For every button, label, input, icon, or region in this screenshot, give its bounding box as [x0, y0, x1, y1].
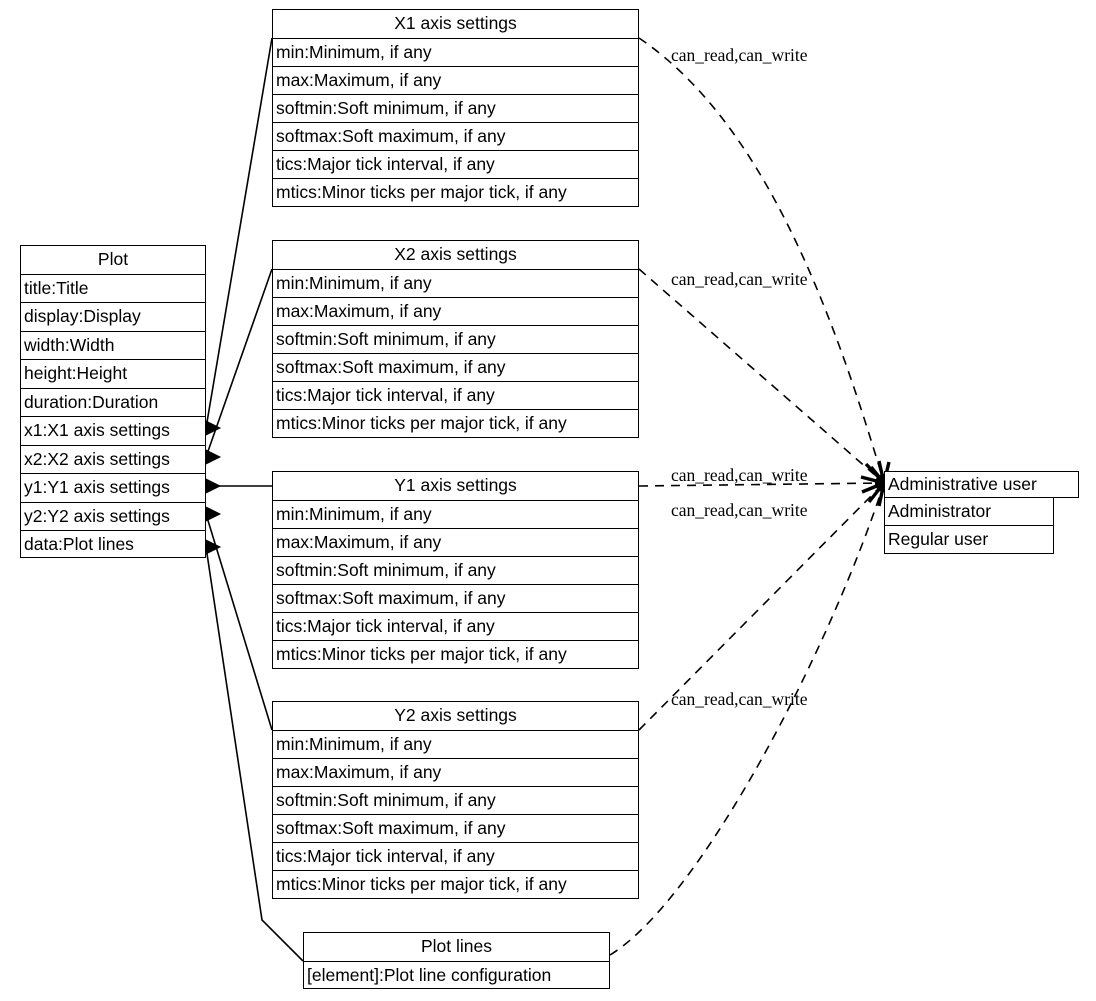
attribute-row: title:Title: [21, 275, 205, 303]
attribute-row: softmax:Soft maximum, if any: [273, 815, 638, 843]
edge-label-y1-permissions: can_read,can_write: [671, 465, 808, 485]
composition-edge-y2: [205, 513, 273, 731]
permission-edge-x2: [638, 268, 885, 484]
attribute-row: mtics:Minor ticks per major tick, if any: [276, 874, 567, 895]
class-box-x1-axis-settings[interactable]: X1 axis settings min:Minimum, if any max…: [272, 9, 639, 207]
permission-edge-plot-lines: [609, 482, 885, 956]
attribute-row: max:Maximum, if any: [273, 529, 638, 557]
attribute-row: max:Maximum, if any: [273, 298, 638, 326]
composition-edge-x2: [205, 268, 273, 458]
attribute-row: softmax:Soft maximum, if any: [273, 123, 638, 151]
edge-label-x1-permissions: can_read,can_write: [671, 45, 808, 65]
attribute-row: display:Display: [21, 303, 205, 332]
role-row-administrator: Administrator: [884, 498, 1054, 526]
attribute-row: tics:Major tick interval, if any: [273, 151, 638, 179]
attribute-row: mtics:Minor ticks per major tick, if any: [276, 644, 567, 665]
attribute-row: height:Height: [21, 360, 205, 389]
class-title-administrative-user: Administrative user: [884, 471, 1079, 498]
attribute-row: tics:Major tick interval, if any: [273, 382, 638, 410]
attribute-row: softmin:Soft minimum, if any: [273, 95, 638, 123]
composition-edge-x1: [205, 37, 273, 429]
attribute-row: min:Minimum, if any: [273, 39, 638, 67]
attribute-row: y2:Y2 axis settings: [21, 503, 205, 531]
attribute-row: x2:X2 axis settings: [21, 446, 205, 474]
class-title-plot: Plot: [21, 246, 205, 275]
attribute-row: y1:Y1 axis settings: [21, 474, 205, 503]
class-box-plot-lines[interactable]: Plot lines [element]:Plot line configura…: [303, 932, 610, 989]
attribute-row: max:Maximum, if any: [273, 759, 638, 787]
edge-label-x2-permissions: can_read,can_write: [671, 269, 808, 289]
class-box-y2-axis-settings[interactable]: Y2 axis settings min:Minimum, if any max…: [272, 701, 639, 899]
attribute-row: min:Minimum, if any: [273, 501, 638, 529]
attribute-row: tics:Major tick interval, if any: [273, 843, 638, 871]
attribute-row: min:Minimum, if any: [273, 731, 638, 759]
edge-label-y2-permissions: can_read,can_write: [671, 689, 808, 709]
class-title-x2-axis-settings: X2 axis settings: [273, 241, 638, 270]
attribute-row: softmin:Soft minimum, if any: [273, 787, 638, 815]
attribute-row: min:Minimum, if any: [273, 270, 638, 298]
attribute-row: softmax:Soft maximum, if any: [273, 354, 638, 382]
class-title-plot-lines: Plot lines: [304, 933, 609, 962]
class-box-x2-axis-settings[interactable]: X2 axis settings min:Minimum, if any max…: [272, 240, 639, 438]
attribute-row: mtics:Minor ticks per major tick, if any: [276, 182, 567, 203]
class-box-administrative-user[interactable]: Administrative user Administrator Regula…: [884, 471, 1079, 554]
class-title-y1-axis-settings: Y1 axis settings: [273, 472, 638, 501]
attribute-row: softmin:Soft minimum, if any: [273, 557, 638, 585]
attribute-row: softmin:Soft minimum, if any: [273, 326, 638, 354]
role-row-regular-user: Regular user: [884, 526, 1054, 554]
attribute-row: max:Maximum, if any: [273, 67, 638, 95]
attribute-row: softmax:Soft maximum, if any: [273, 585, 638, 613]
attribute-row: data:Plot lines: [24, 534, 134, 555]
attribute-row: mtics:Minor ticks per major tick, if any: [276, 413, 567, 434]
attribute-row: x1:X1 axis settings: [21, 417, 205, 446]
permission-edge-x1: [638, 37, 885, 484]
class-box-plot[interactable]: Plot title:Title display:Display width:W…: [20, 245, 206, 558]
attribute-row: [element]:Plot line configuration: [307, 964, 552, 985]
edge-label-roles-permissions: can_read,can_write: [671, 500, 808, 520]
class-title-x1-axis-settings: X1 axis settings: [273, 10, 638, 39]
class-title-y2-axis-settings: Y2 axis settings: [273, 702, 638, 731]
attribute-row: width:Width: [21, 332, 205, 360]
class-box-y1-axis-settings[interactable]: Y1 axis settings min:Minimum, if any max…: [272, 471, 639, 669]
attribute-row: tics:Major tick interval, if any: [273, 613, 638, 641]
attribute-row: duration:Duration: [21, 389, 205, 417]
